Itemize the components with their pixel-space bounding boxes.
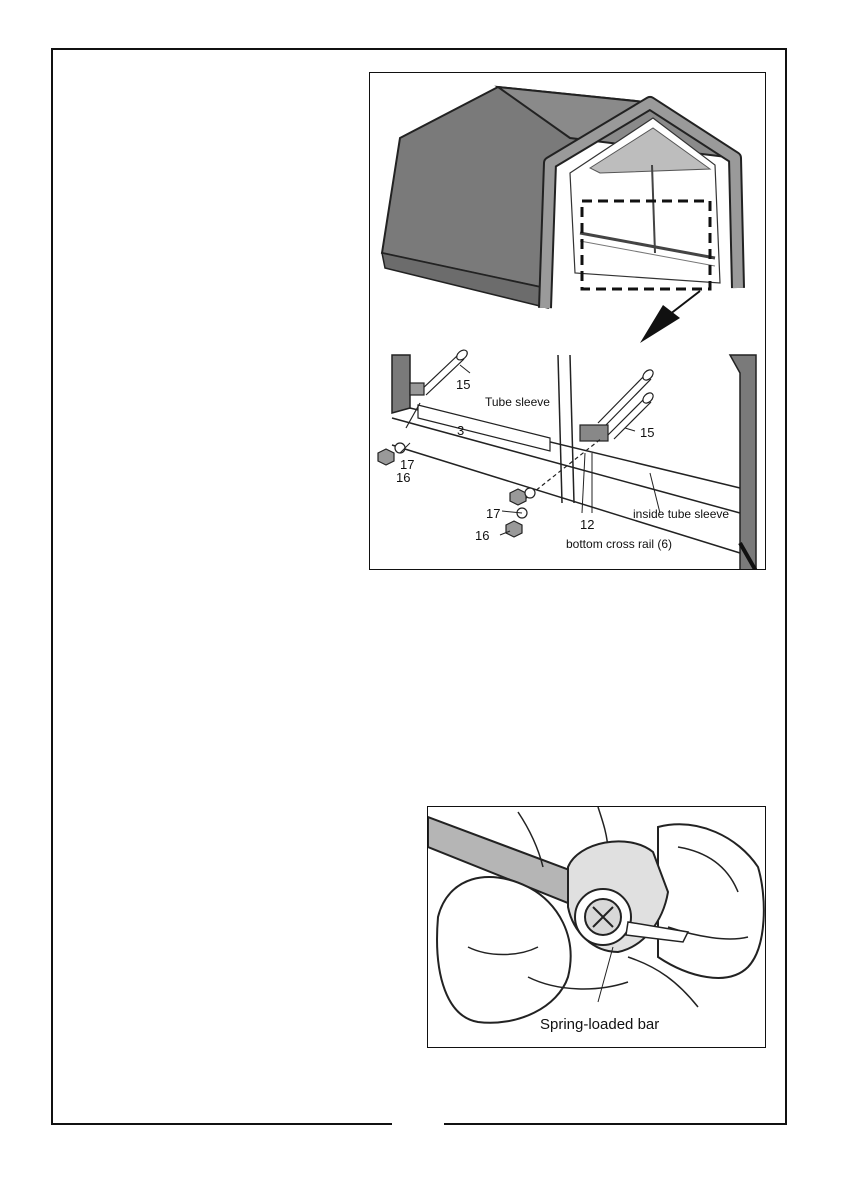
part-16-mid-label: 16 xyxy=(475,528,489,543)
part-15-right-label: 15 xyxy=(640,425,654,440)
shelter-illustration xyxy=(382,87,738,343)
spring-loaded-bar-label: Spring-loaded bar xyxy=(540,1016,659,1033)
inside-tube-sleeve-label: inside tube sleeve xyxy=(633,507,729,521)
tube-sleeve-label: Tube sleeve xyxy=(485,395,550,409)
part-12-label: 12 xyxy=(580,517,594,532)
ratchet-illustration xyxy=(428,807,764,1023)
part-3-label: 3 xyxy=(457,423,464,438)
part-15-left-label: 15 xyxy=(456,377,470,392)
part-16-left-label: 16 xyxy=(396,470,410,485)
ratchet-photo-figure: Spring-loaded bar xyxy=(427,806,766,1048)
bottom-rail-detail: 15 Tube sleeve 3 17 16 15 inside tube sl… xyxy=(378,348,756,570)
bottom-cross-rail-label: bottom cross rail (6) xyxy=(566,537,672,551)
shelter-assembly-figure: 15 Tube sleeve 3 17 16 15 inside tube sl… xyxy=(369,72,766,570)
footer-rule-left xyxy=(51,1123,392,1125)
part-17-mid-label: 17 xyxy=(486,506,500,521)
footer-rule-right xyxy=(444,1123,787,1125)
